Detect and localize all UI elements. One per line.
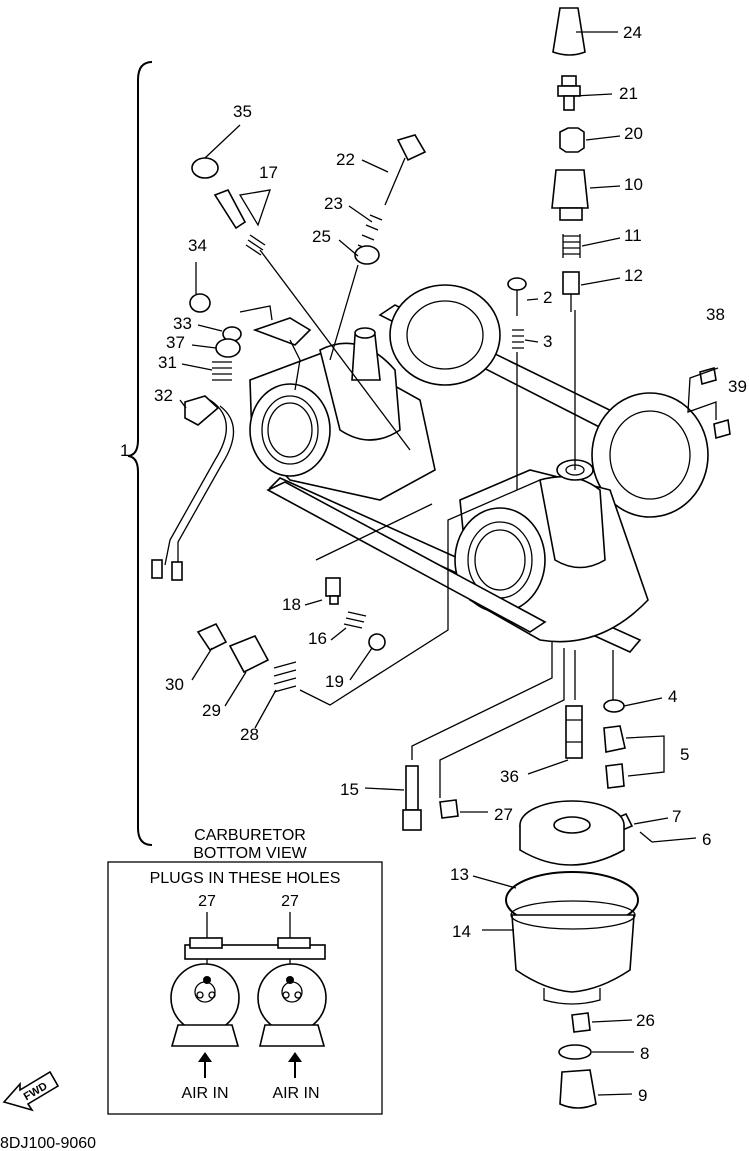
- part-23-spring: [357, 214, 383, 251]
- callout-31: 31: [158, 353, 177, 372]
- part-16-spring: [343, 611, 367, 629]
- part-30-sleeve: [196, 622, 228, 652]
- part-11-spring: [562, 234, 581, 258]
- callout-22: 22: [336, 150, 355, 169]
- callout-5: 5: [680, 745, 689, 764]
- part-39-screw: [713, 418, 731, 440]
- callout-35: 35: [233, 102, 252, 121]
- callout-21: 21: [619, 84, 638, 103]
- callout-14: 14: [452, 922, 471, 941]
- callout-15: 15: [340, 780, 359, 799]
- part-25-washer: [354, 245, 380, 265]
- callout-1: 1: [120, 441, 129, 460]
- inset-title: PLUGS IN THESE HOLES: [150, 870, 341, 887]
- callout-26: 26: [636, 1011, 655, 1030]
- callout-37: 37: [166, 333, 185, 352]
- part-9-drain-plug: [559, 1069, 597, 1109]
- callout-3: 3: [543, 332, 552, 351]
- part-18-plunger: [325, 577, 341, 605]
- part-27-plug: [439, 799, 459, 819]
- inset-right-carb: [257, 963, 327, 1033]
- part-35-cap: [191, 157, 219, 179]
- callout-7: 7: [672, 807, 681, 826]
- bottom-view-inset: PLUGS IN THESE HOLES 27 27 AIR IN AIR IN: [107, 861, 383, 1115]
- part-38-screw: [699, 366, 717, 386]
- part-2-screw: [507, 277, 527, 316]
- part-32-coupler: [151, 395, 235, 581]
- callout-27: 27: [494, 805, 513, 824]
- callout-8: 8: [640, 1044, 649, 1063]
- callout-38: 38: [706, 305, 725, 324]
- leader-38-39: [687, 367, 719, 420]
- callout-13: 13: [450, 865, 469, 884]
- leader-lines: [179, 31, 697, 1096]
- fwd-arrow-icon: FWD: [2, 1070, 60, 1112]
- callout-16: 16: [308, 629, 327, 648]
- part-17-screw-spring: [213, 188, 271, 256]
- callout-11: 11: [624, 226, 642, 245]
- callout-4: 4: [668, 687, 677, 706]
- air-in-right: AIR IN: [272, 1085, 319, 1102]
- callout-2: 2: [543, 288, 552, 307]
- callout-24: 24: [623, 23, 642, 42]
- part-28-spring: [273, 661, 297, 693]
- callout-34: 34: [188, 236, 207, 255]
- part-37-piece: [215, 338, 241, 358]
- callout-12: 12: [624, 266, 643, 285]
- part-12-needle: [562, 271, 580, 312]
- callout-30: 30: [165, 675, 184, 694]
- callout-23: 23: [324, 194, 343, 213]
- part-36-nozzle: [565, 705, 583, 759]
- callout-29: 29: [202, 701, 221, 720]
- part-5-screws: [603, 725, 626, 789]
- callout-labels: 1234567891011121314151617181920212223242…: [120, 23, 747, 1105]
- float-assembly: [519, 800, 625, 866]
- callout-19: 19: [325, 672, 344, 691]
- carburetor-body: [249, 284, 709, 653]
- drawing-code: 8DJ100-9060: [0, 1135, 96, 1151]
- part-19-washer: [368, 633, 386, 651]
- part-20-nut: [559, 127, 585, 153]
- part-10-housing: [551, 169, 589, 221]
- callout-28: 28: [240, 725, 259, 744]
- part-24-rubber-cap: [552, 7, 586, 56]
- caption-line-1: CARBURETOR: [194, 827, 306, 844]
- callout-18: 18: [282, 595, 301, 614]
- assembly-bracket: [127, 61, 153, 846]
- part-21-fitting: [557, 75, 581, 111]
- callout-33: 33: [173, 314, 192, 333]
- part-4-washer: [603, 699, 625, 713]
- callout-6: 6: [702, 830, 711, 849]
- part-14-float-bowl: [510, 900, 636, 1005]
- caption-line-2: BOTTOM VIEW: [193, 845, 307, 862]
- part-22-pilot-screw: [384, 134, 427, 206]
- inset-callout-right: 27: [281, 893, 299, 910]
- callout-36: 36: [500, 767, 519, 786]
- inset-left-carb: [170, 963, 240, 1033]
- part-15-jet: [402, 765, 422, 831]
- callout-10: 10: [624, 175, 643, 194]
- part-8-washer: [558, 1044, 592, 1060]
- part-26-screw: [571, 1012, 591, 1033]
- callout-39: 39: [728, 377, 747, 396]
- part-29-cap: [228, 634, 270, 674]
- part-6-pin: [639, 831, 653, 843]
- part-34-o-ring: [189, 293, 211, 313]
- callout-32: 32: [154, 386, 173, 405]
- part-3-spring: [512, 329, 524, 349]
- callout-17: 17: [259, 163, 278, 182]
- air-in-left: AIR IN: [181, 1085, 228, 1102]
- callout-20: 20: [624, 124, 643, 143]
- callout-9: 9: [638, 1086, 647, 1105]
- callout-25: 25: [312, 227, 331, 246]
- inset-callout-left: 27: [198, 893, 216, 910]
- part-31-spring: [212, 361, 232, 381]
